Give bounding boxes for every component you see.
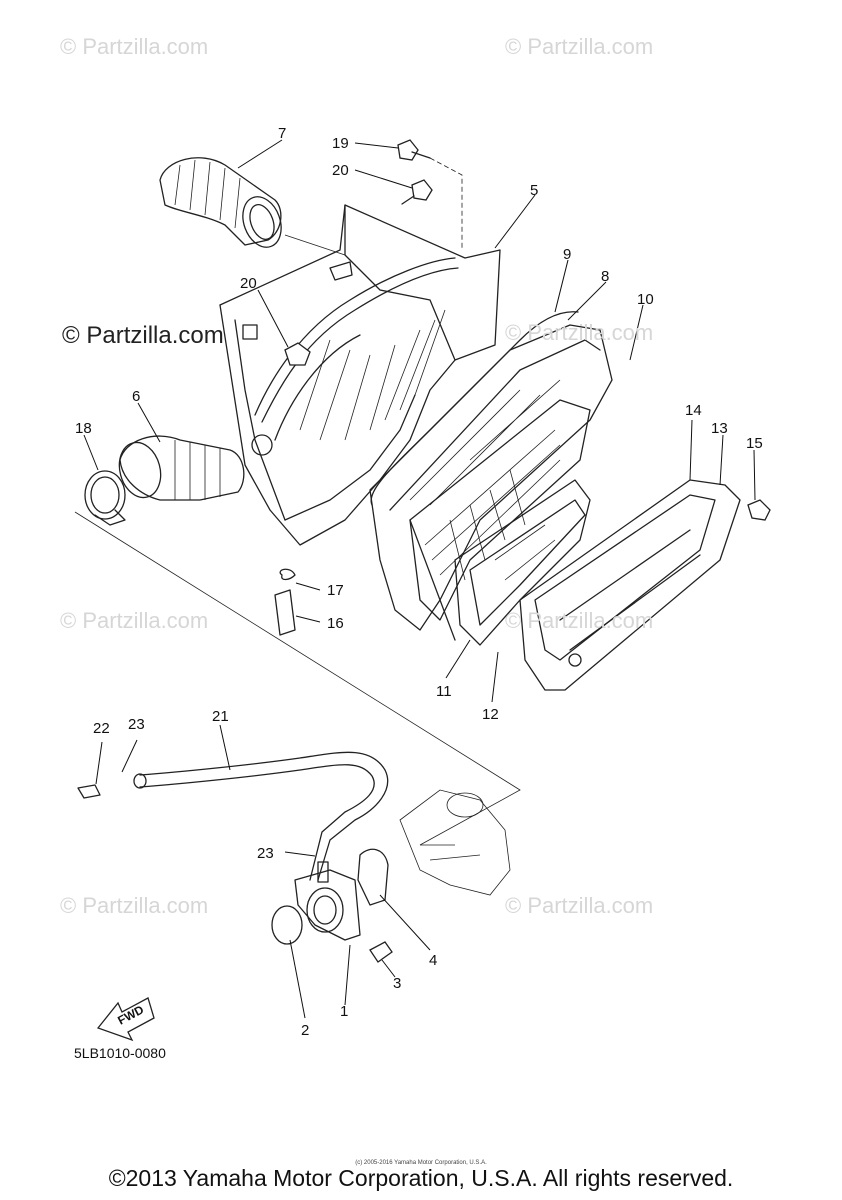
callout-1: 1: [340, 1003, 349, 1020]
leader-lines: [83, 139, 756, 1019]
callout-21: 21: [212, 708, 229, 725]
callout-22: 22: [93, 720, 110, 737]
callout-6: 6: [132, 388, 141, 405]
callout-13: 13: [711, 420, 728, 437]
callout-8: 8: [601, 268, 610, 285]
callout-23: 23: [128, 716, 145, 733]
callout-19: 19: [332, 135, 349, 152]
drain-hose: [274, 568, 296, 636]
carburetor-joint: [84, 435, 245, 526]
callout-10: 10: [637, 291, 654, 308]
callout-9: 9: [563, 246, 572, 263]
intake-manifold: [271, 848, 393, 963]
callout-20: 20: [332, 162, 349, 179]
bolts-top: [284, 139, 463, 366]
callout-15: 15: [746, 435, 763, 452]
breather-hose: [77, 751, 389, 881]
callout-11: 11: [436, 683, 452, 700]
watermark-text: © Partzilla.com: [62, 322, 224, 349]
watermark-text: © Partzilla.com: [505, 893, 654, 918]
callout-2: 2: [301, 1022, 310, 1039]
callout-23: 23: [257, 845, 274, 862]
case-cover: [369, 311, 613, 641]
watermark-text: © Partzilla.com: [505, 34, 654, 59]
carburetor: [399, 789, 511, 896]
copyright-notice: ©2013 Yamaha Motor Corporation, U.S.A. A…: [108, 1165, 734, 1191]
watermark-text: © Partzilla.com: [60, 34, 209, 59]
watermark-text: © Partzilla.com: [505, 320, 654, 345]
forward-arrow: [96, 997, 155, 1042]
watermark-text: © Partzilla.com: [60, 893, 209, 918]
callout-16: 16: [327, 615, 344, 632]
callout-5: 5: [530, 182, 539, 199]
callout-17: 17: [327, 582, 344, 599]
air-filter-case: [219, 204, 501, 546]
callout-20: 20: [240, 275, 257, 292]
air-filter-joint: [159, 157, 346, 256]
callout-3: 3: [393, 975, 402, 992]
element-cover: [519, 479, 771, 691]
callout-14: 14: [685, 402, 702, 419]
diagram-code: 5LB1010-0080: [74, 1045, 166, 1061]
watermark-text: © Partzilla.com: [505, 608, 654, 633]
air-filter-element: [409, 399, 591, 646]
small-notice: (c) 2005-2016 Yamaha Motor Corporation, …: [355, 1160, 487, 1166]
callout-18: 18: [75, 420, 92, 437]
callout-4: 4: [429, 952, 438, 969]
callout-12: 12: [482, 706, 499, 723]
watermark-text: © Partzilla.com: [60, 608, 209, 633]
callout-7: 7: [278, 125, 287, 142]
